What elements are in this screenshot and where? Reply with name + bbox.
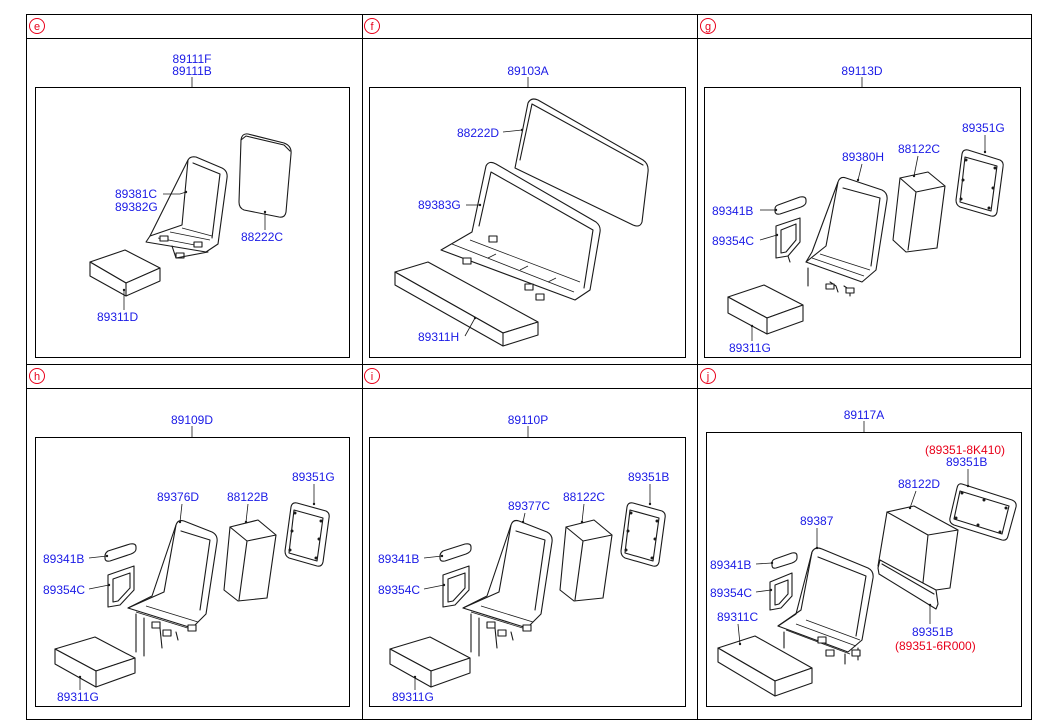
- label-89354c-i[interactable]: 89354C: [378, 583, 420, 597]
- panel-g: 89351G 88122C 89380H 89341B 89354C 89311…: [712, 121, 1005, 355]
- mesh-panel-89351b-upper-drawing[interactable]: [949, 483, 1017, 541]
- label-89380h[interactable]: 89380H: [842, 150, 884, 164]
- seat-cushion-89311d-drawing[interactable]: [89, 249, 161, 297]
- panel-h: 89351G 88122B 89376D 89341B 89354C 89311…: [43, 470, 335, 704]
- panel-f: 88222D 89383G 89311H: [394, 98, 649, 347]
- armrest-bracket-89354c-j-drawing[interactable]: [769, 572, 793, 611]
- panel-i-title[interactable]: 89110P: [508, 413, 548, 427]
- panel-id-g-label: g: [705, 21, 711, 33]
- panel-id-i-label: i: [371, 371, 373, 383]
- label-89381c[interactable]: 89381C: [115, 187, 157, 201]
- label-89351b-j-lower[interactable]: 89351B: [912, 625, 953, 639]
- mesh-panel-89351b-lower-drawing[interactable]: [877, 559, 939, 610]
- back-cushion-88222c-drawing[interactable]: [238, 133, 292, 218]
- panel-j: (89351-8K410) 89351B 88122D 89387 89341B…: [710, 443, 1017, 697]
- label-88122b[interactable]: 88122B: [227, 490, 268, 504]
- panel-id-j-label: j: [706, 371, 709, 383]
- mesh-panel-89351b-i-drawing[interactable]: [620, 502, 666, 567]
- label-89354c-j[interactable]: 89354C: [710, 586, 752, 600]
- seat-frame-89387-drawing[interactable]: [777, 547, 874, 665]
- label-89351g-h[interactable]: 89351G: [292, 470, 335, 484]
- label-88222c[interactable]: 88222C: [241, 230, 283, 244]
- seat-frame-89380h-drawing[interactable]: [805, 176, 888, 297]
- panel-e: 89381C 89382G 88222C 89311D: [89, 133, 292, 324]
- label-89311c[interactable]: 89311C: [717, 610, 758, 624]
- label-89341b-g[interactable]: 89341B: [712, 204, 753, 218]
- note-89351-6r000[interactable]: (89351-6R000): [895, 639, 976, 653]
- label-88122d[interactable]: 88122D: [898, 477, 940, 491]
- label-89351g-g[interactable]: 89351G: [962, 121, 1005, 135]
- armrest-pad-89341b-i-drawing[interactable]: [439, 543, 472, 562]
- seat-cushion-89311g-h-drawing[interactable]: [54, 636, 136, 688]
- panel-id-i[interactable]: i: [364, 368, 380, 384]
- panel-e-title-2[interactable]: 89111B: [172, 64, 212, 78]
- mesh-panel-89351g-h-drawing[interactable]: [284, 502, 330, 567]
- label-89311g-i[interactable]: 89311G: [392, 690, 434, 704]
- panel-e-title-1[interactable]: 89111F: [173, 52, 212, 66]
- panel-f-title[interactable]: 89103A: [507, 64, 548, 78]
- seat-frame-89377c-drawing[interactable]: [462, 519, 553, 657]
- label-89382g[interactable]: 89382G: [115, 200, 158, 214]
- label-89377c[interactable]: 89377C: [508, 499, 550, 513]
- panel-id-h-label: h: [34, 371, 40, 383]
- seat-frame-89381c-drawing[interactable]: [145, 156, 228, 259]
- label-89341b-j[interactable]: 89341B: [710, 558, 751, 572]
- armrest-bracket-89354c-drawing[interactable]: [775, 217, 801, 263]
- seat-cushion-89311h-drawing[interactable]: [394, 261, 539, 347]
- label-89351b-i[interactable]: 89351B: [628, 470, 669, 484]
- label-88122c-g[interactable]: 88122C: [898, 142, 940, 156]
- grid-frame: [26, 14, 1032, 720]
- panel-id-h[interactable]: h: [29, 368, 45, 384]
- label-89311g-h[interactable]: 89311G: [57, 690, 99, 704]
- seat-cushion-89311g-drawing[interactable]: [727, 284, 804, 335]
- panel-id-e[interactable]: e: [29, 18, 45, 34]
- panel-id-e-label: e: [34, 21, 40, 33]
- seat-cushion-89311c-drawing[interactable]: [717, 635, 813, 697]
- panel-id-f-label: f: [370, 21, 374, 33]
- armrest-pad-89341b-j-drawing[interactable]: [771, 552, 798, 569]
- label-89341b-h[interactable]: 89341B: [43, 552, 84, 566]
- note-89351-8k410[interactable]: (89351-8K410): [925, 443, 1005, 457]
- panel-id-g[interactable]: g: [700, 18, 716, 34]
- label-89376d[interactable]: 89376D: [157, 490, 199, 504]
- panel-id-f[interactable]: f: [364, 18, 380, 34]
- label-88222d[interactable]: 88222D: [457, 126, 499, 140]
- panel-j-title[interactable]: 89117A: [844, 408, 884, 422]
- mesh-panel-89351g-drawing[interactable]: [955, 149, 1004, 217]
- label-89383g[interactable]: 89383G: [418, 198, 461, 212]
- label-89354c-h[interactable]: 89354C: [43, 583, 85, 597]
- panel-g-title[interactable]: 89113D: [841, 64, 882, 78]
- label-89387[interactable]: 89387: [800, 514, 834, 528]
- label-89351b-j-upper[interactable]: 89351B: [946, 455, 987, 469]
- label-89311g-g[interactable]: 89311G: [729, 341, 771, 355]
- seat-frame-89376d-drawing[interactable]: [127, 519, 218, 657]
- armrest-pad-89341b-h-drawing[interactable]: [104, 543, 137, 562]
- back-cushion-88222d-drawing[interactable]: [514, 98, 649, 227]
- label-89311d[interactable]: 89311D: [97, 310, 138, 324]
- armrest-pad-89341b-drawing[interactable]: [774, 196, 807, 215]
- back-cushion-88122c-drawing[interactable]: [892, 171, 946, 253]
- panel-i: 89351B 88122C 89377C 89341B 89354C 89311…: [378, 470, 669, 704]
- seat-frame-89383g-drawing[interactable]: [440, 161, 601, 301]
- label-89341b-i[interactable]: 89341B: [378, 552, 419, 566]
- panel-id-j[interactable]: j: [700, 368, 716, 384]
- back-cushion-88122b-drawing[interactable]: [223, 519, 277, 602]
- seat-cushion-89311g-i-drawing[interactable]: [389, 636, 471, 688]
- label-88122c-i[interactable]: 88122C: [563, 490, 605, 504]
- panel-h-title[interactable]: 89109D: [171, 413, 213, 427]
- armrest-bracket-89354c-h-drawing[interactable]: [107, 565, 135, 608]
- label-89354c-g[interactable]: 89354C: [712, 234, 754, 248]
- back-cushion-88122c-i-drawing[interactable]: [559, 519, 613, 602]
- label-89311h[interactable]: 89311H: [418, 330, 459, 344]
- armrest-bracket-89354c-i-drawing[interactable]: [442, 565, 470, 608]
